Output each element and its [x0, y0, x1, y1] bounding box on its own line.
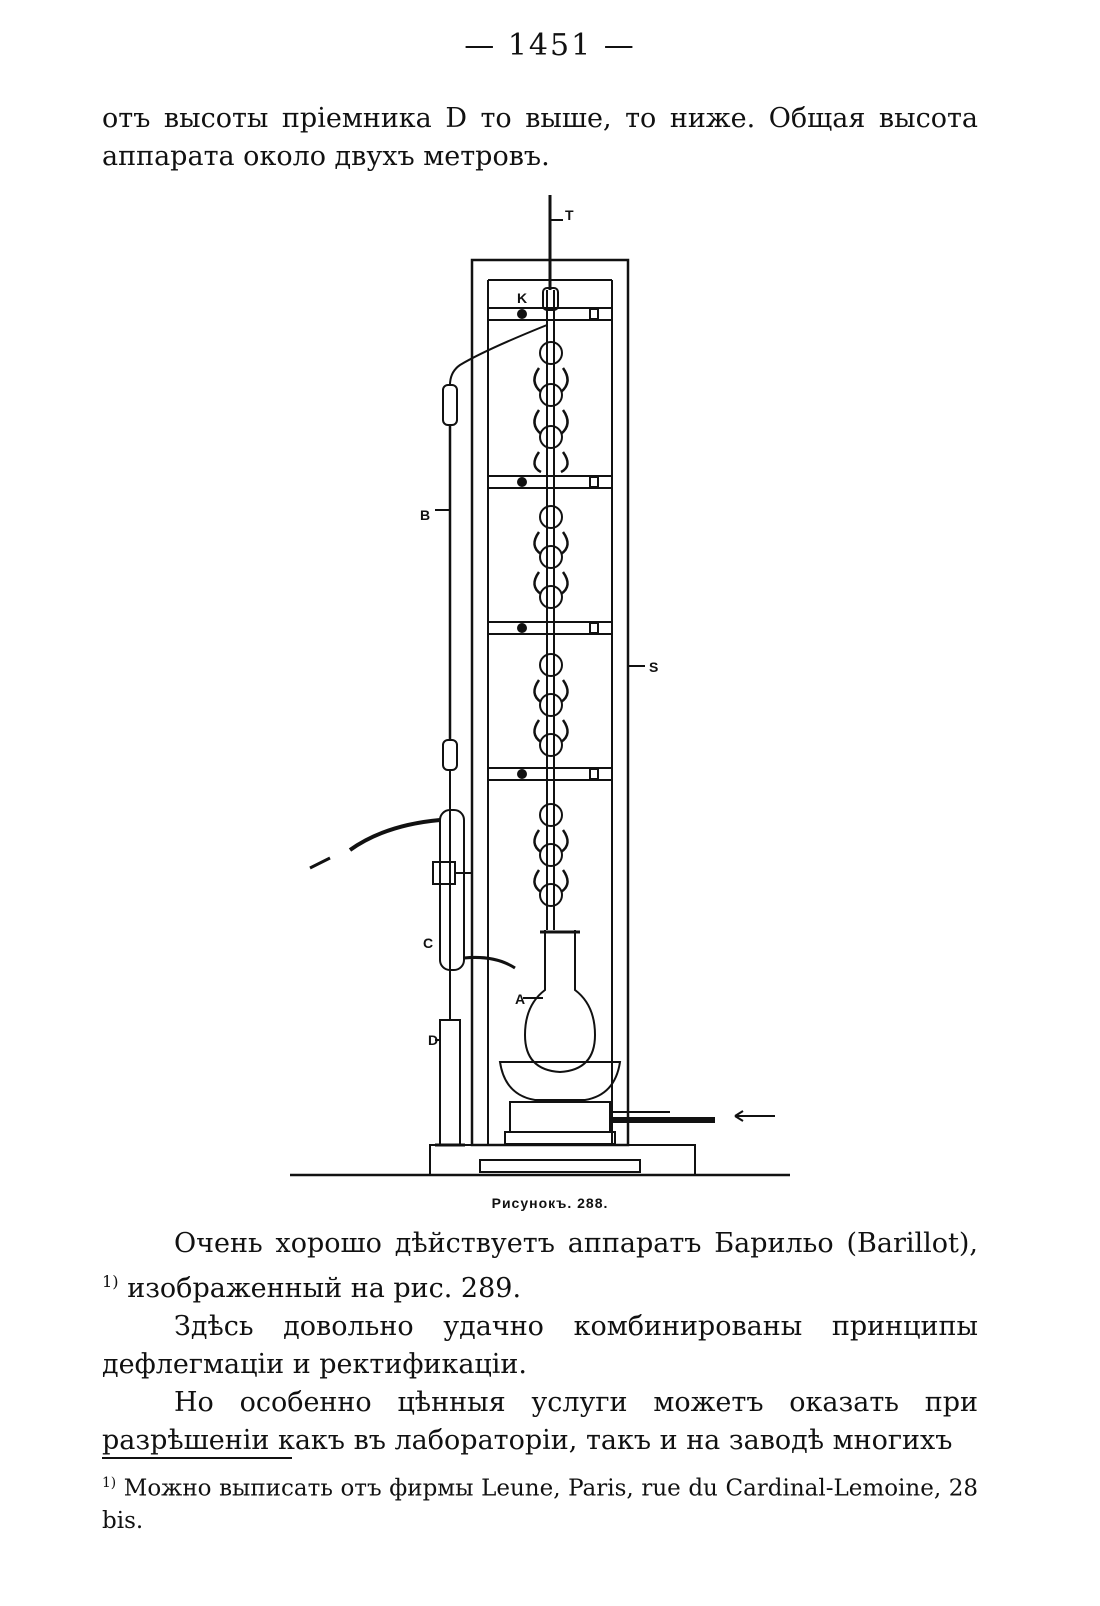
paragraph-1-text: Очень хорошо дѣйствуетъ аппаратъ Барильо…	[174, 1228, 978, 1259]
label-C: C	[423, 935, 433, 951]
intro-paragraph: отъ высоты пріемника D то выше, то ниже.…	[102, 100, 978, 176]
figure-caption: Рисунокъ. 288.	[491, 1195, 609, 1211]
footnote-marker: 1)	[102, 1475, 117, 1491]
label-A: A	[515, 991, 525, 1007]
apparatus-drawing: T K B S C A D	[290, 195, 790, 1177]
paragraph-3: Но особенно цѣнныя услуги можетъ оказать…	[102, 1387, 978, 1456]
label-K: K	[517, 290, 527, 306]
condenser-C	[439, 809, 465, 971]
figure-labels: T K B S C A D	[420, 207, 658, 1048]
body-text: Очень хорошо дѣйствуетъ аппаратъ Барильо…	[102, 1225, 978, 1460]
clamp-K	[432, 861, 456, 885]
footnote-ref: 1)	[102, 1272, 119, 1291]
paragraph-2: Здѣсь довольно удачно комбинированы прин…	[102, 1311, 978, 1380]
flask-A	[523, 930, 597, 1074]
paragraph-1: Очень хорошо дѣйствуетъ аппаратъ Барильо…	[102, 1225, 978, 1308]
footnote-divider	[102, 1457, 292, 1459]
page-number: — 1451 —	[464, 28, 636, 63]
footnote: 1) Можно выписать отъ фирмы Leune, Paris…	[102, 1467, 978, 1537]
paragraph-1-tail: изображенный на рис. 289.	[118, 1273, 522, 1304]
label-B: B	[420, 507, 430, 523]
label-S: S	[649, 659, 658, 675]
footnote-text: Можно выписать отъ фирмы Leune, Paris, r…	[102, 1475, 978, 1534]
column-bulbs	[539, 341, 563, 907]
apparatus-figure: T K B S C A D	[285, 190, 815, 1190]
receiver-D	[439, 1019, 461, 1146]
label-D: D	[428, 1032, 438, 1048]
shelves	[487, 307, 613, 781]
stand-frame	[470, 258, 630, 1147]
burner	[509, 1101, 611, 1133]
label-T: T	[565, 207, 574, 223]
heater-bowl	[498, 1061, 622, 1101]
intro-text: отъ высоты пріемника D то выше, то ниже.…	[102, 103, 978, 172]
